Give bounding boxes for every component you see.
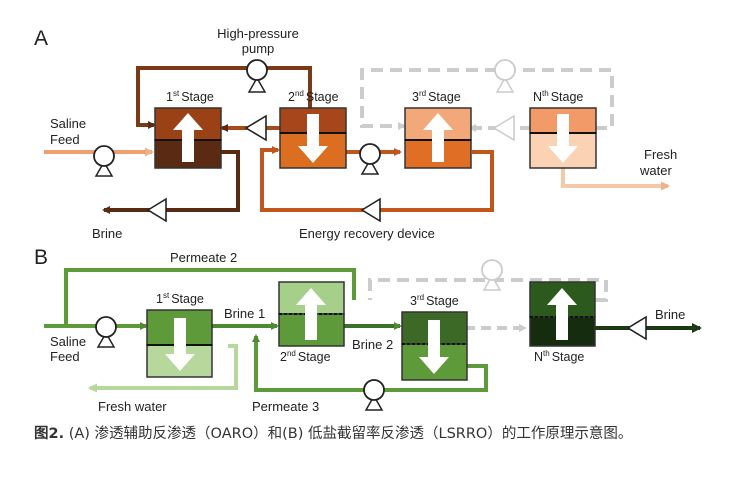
- permeate3-label: Permeate 3: [252, 399, 319, 414]
- hp-pump-label-2: pump: [242, 41, 275, 56]
- brine1-label: Brine 1: [224, 306, 265, 321]
- stage2-module-b: [278, 281, 345, 347]
- ghost-pump-icon: [494, 59, 516, 93]
- panel-b-letter: B: [34, 246, 48, 269]
- saline-feed-label-b1: Saline: [50, 334, 86, 349]
- pump-icon: [363, 379, 385, 411]
- fresh-water-label-b: Fresh water: [98, 399, 167, 414]
- fresh-water-label-1: Fresh: [644, 147, 677, 162]
- pump-icon: [359, 143, 381, 175]
- stage3-module-b: [401, 311, 468, 381]
- erd-label: Energy recovery device: [299, 226, 435, 241]
- brine2-label: Brine 2: [352, 337, 393, 352]
- pump-icon: [95, 316, 117, 348]
- stage3-module-a: [404, 107, 472, 169]
- pump-icon: [93, 145, 115, 177]
- high-pressure-pump-icon: [246, 59, 268, 93]
- energy-recovery-device-icon: [360, 197, 381, 223]
- saline-feed-label-1: Saline: [50, 116, 86, 131]
- figure-caption-text: (A) 渗透辅助反渗透（OARO）和(B) 低盐截留率反渗透（LSRRO）的工作…: [64, 426, 633, 442]
- fresh-water-label-2: water: [639, 163, 672, 178]
- saline-feed-label-2: Feed: [50, 132, 80, 147]
- brine-label-a: Brine: [92, 226, 122, 241]
- turbine-icon: [244, 114, 267, 142]
- brine-out-label: Brine: [655, 307, 685, 322]
- stage2-module-a: [279, 107, 347, 169]
- stagen-module-b: [529, 281, 596, 347]
- figure-caption: 图2. (A) 渗透辅助反渗透（OARO）和(B) 低盐截留率反渗透（LSRRO…: [34, 422, 702, 447]
- energy-recovery-turbine-icon: [146, 197, 167, 223]
- ghost-turbine-icon: [492, 114, 515, 142]
- saline-feed-label-b2: Feed: [50, 349, 80, 364]
- hp-pump-label-1: High-pressure: [217, 26, 299, 41]
- stage1-module-b: [146, 309, 213, 378]
- permeate2-label: Permeate 2: [170, 250, 237, 265]
- figure-caption-label: 图2.: [34, 426, 65, 442]
- panel-a-letter: A: [34, 27, 48, 50]
- stage1-module-a: [154, 107, 222, 169]
- turbine-icon: [626, 315, 647, 341]
- stagen-module-a: [529, 107, 597, 169]
- ghost-pump-icon: [481, 259, 503, 291]
